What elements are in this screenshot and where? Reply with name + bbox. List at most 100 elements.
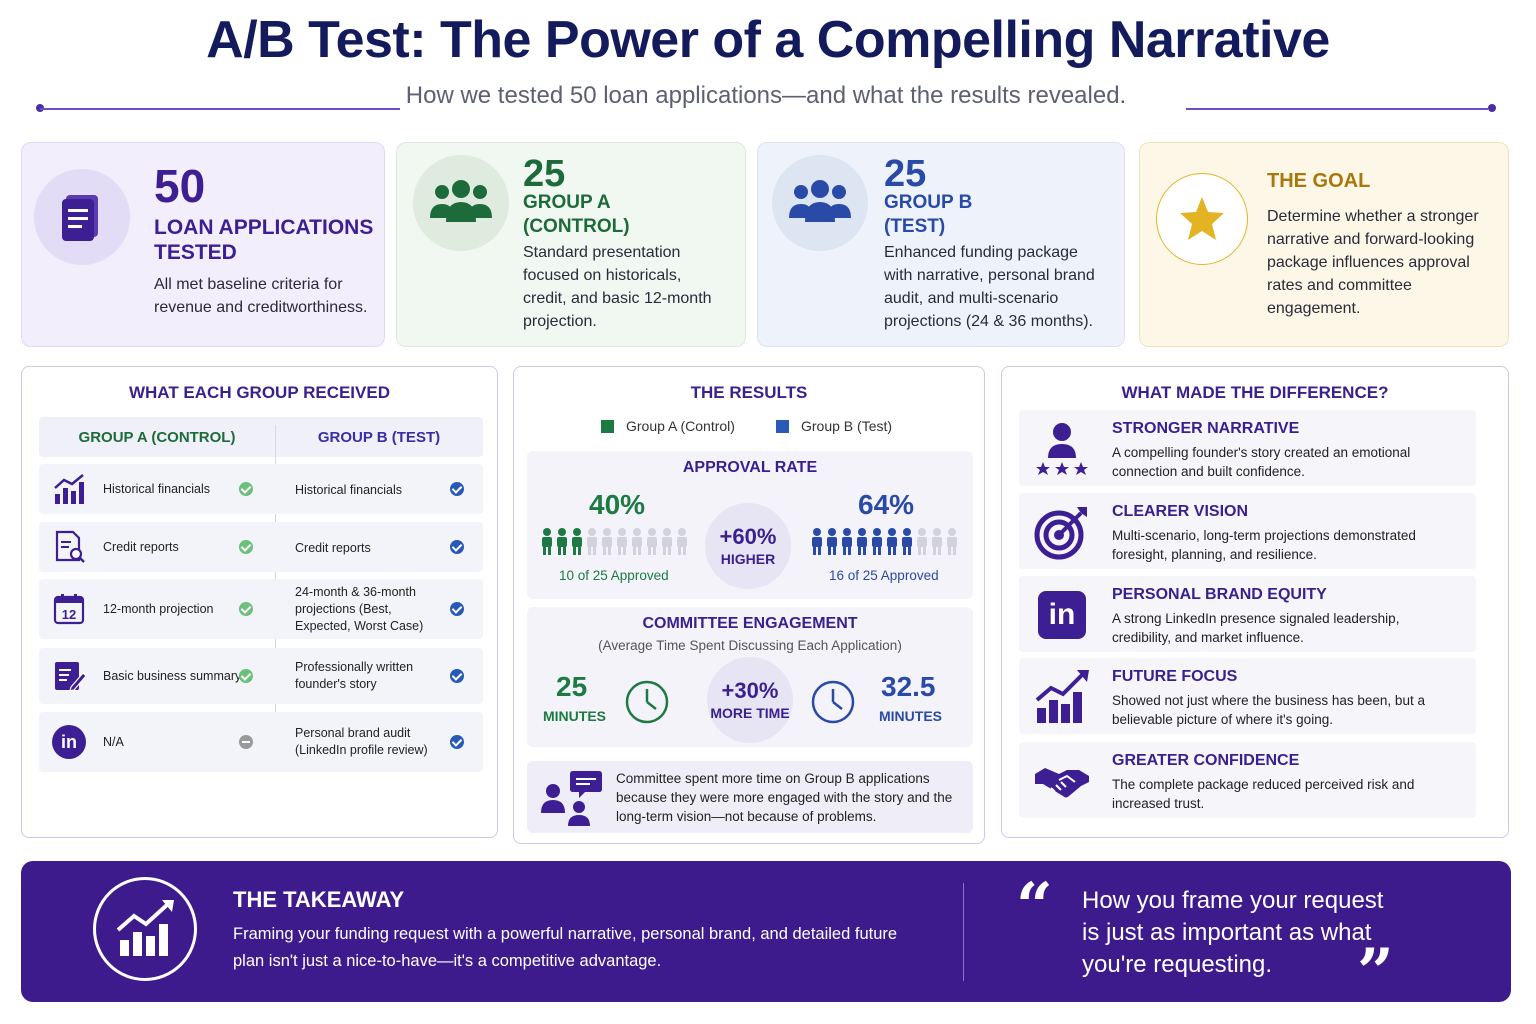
check-icon [450, 735, 464, 749]
page-title: A/B Test: The Power of a Compelling Narr… [206, 11, 1330, 69]
person-icon [827, 528, 837, 555]
list-item: in PERSONAL BRAND EQUITY A strong Linked… [1019, 576, 1476, 652]
person-icon [932, 528, 942, 555]
handshake-icon [1033, 752, 1091, 810]
legend-swatch-b [776, 420, 789, 433]
header-group-a: GROUP A (CONTROL) [78, 429, 236, 446]
note-text: Committee spent more time on Group B app… [616, 771, 953, 824]
item-description: A strong LinkedIn presence signaled lead… [1112, 611, 1400, 645]
group-a-item: Basic business summary [103, 669, 242, 683]
table-row: Credit reports Credit reports [39, 522, 483, 572]
table-row: Historical financials Historical financi… [39, 464, 483, 514]
person-icon [602, 528, 612, 555]
section-title: APPROVAL RATE [682, 459, 818, 476]
person-icon [632, 528, 642, 555]
legend-swatch-a [601, 420, 614, 433]
clock-icon [810, 679, 856, 730]
stat-label: Loan ApplicationsTested [154, 216, 374, 264]
item-description: The complete package reduced perceived r… [1112, 777, 1415, 811]
discussion-icon [539, 769, 603, 832]
linkedin-icon: in [1033, 586, 1091, 644]
person-icon [887, 528, 897, 555]
panel-title: What Each Group Received [128, 383, 390, 402]
stat-description: All met baseline criteria for revenue an… [154, 276, 368, 316]
target-icon [1033, 503, 1091, 561]
section-subtitle: (Average Time Spent Discussing Each Appl… [598, 638, 902, 653]
growth-chart-icon [1033, 668, 1091, 726]
documents-icon [34, 169, 130, 265]
item-title: STRONGER NARRATIVE [1112, 420, 1300, 437]
person-icon [662, 528, 672, 555]
person-icon [857, 528, 867, 555]
list-item: FUTURE FOCUS Showed not just where the b… [1019, 658, 1476, 734]
stat-description: Enhanced funding package with narrative,… [884, 244, 1095, 330]
group-icon [413, 155, 509, 251]
stat-card-applications: 50 Loan ApplicationsTested All met basel… [21, 142, 385, 347]
stat-label: The Goal [1267, 170, 1371, 192]
check-icon [239, 602, 253, 616]
panel-title: The Results [690, 383, 808, 402]
person-icon [557, 528, 567, 555]
credit-report-icon [51, 529, 87, 565]
takeaway-banner: THE TAKEAWAY Framing your funding reques… [21, 861, 1511, 1010]
clock-icon [624, 679, 670, 730]
check-icon [239, 482, 253, 496]
group-icon [772, 155, 868, 251]
quote-text: How you frame your request is just as im… [1082, 887, 1384, 978]
subtitle-row: How we tested 50 loan applications—and w… [36, 82, 1496, 112]
person-stars-icon [1033, 420, 1091, 478]
check-icon [450, 482, 464, 496]
group-b-item: 24-month & 36-month projections (Best, E… [295, 585, 424, 633]
person-icon [587, 528, 597, 555]
takeaway-text: Framing your funding request with a powe… [233, 925, 898, 970]
legend-label-a: Group A (Control) [626, 418, 735, 434]
panel-title: What Made the Difference? [1121, 383, 1389, 402]
group-table-header: GROUP A (CONTROL) GROUP B (TEST) [39, 417, 483, 457]
legend-label-b: Group B (Test) [801, 418, 893, 434]
group-a-item: 12-month projection [103, 602, 214, 616]
calendar-icon: 12 [51, 591, 87, 627]
list-item: CLEARER VISION Multi-scenario, long-term… [1019, 493, 1476, 569]
page-subtitle: How we tested 50 loan applications—and w… [405, 82, 1127, 109]
legend: Group A (Control) Group B (Test) [514, 417, 984, 437]
check-icon [450, 540, 464, 554]
table-row: Basic business summary Professionally wr… [39, 648, 483, 704]
group-b-item: Professionally written founder's story [295, 660, 414, 691]
committee-engagement-box: COMMITTEE ENGAGEMENT (Average Time Spent… [527, 607, 973, 747]
item-description: A compelling founder's story created an … [1112, 445, 1411, 479]
person-icon [812, 528, 822, 555]
check-icon [450, 669, 464, 683]
group-b-item: Credit reports [295, 541, 371, 555]
group-b-item: Personal brand audit (LinkedIn profile r… [295, 726, 428, 757]
item-description: Multi-scenario, long-term projections de… [1112, 528, 1416, 562]
header-group-b: GROUP B (TEST) [317, 429, 441, 446]
results-panel: The Results Group A (Control) Group B (T… [513, 366, 985, 844]
person-icon [902, 528, 912, 555]
stat-description: Standard presentation focused on histori… [523, 244, 712, 330]
quote-close-icon: ” [1357, 935, 1394, 1010]
linkedin-icon: in [51, 724, 87, 760]
approval-pct-a: 40% [589, 489, 646, 520]
approval-rate-box: APPROVAL RATE 40% 10 of 25 Approved +60%… [527, 451, 973, 599]
group-a-item: Credit reports [103, 540, 179, 554]
stat-card-goal: The Goal Determine whether a stronger na… [1139, 142, 1509, 347]
approval-caption-a: 10 of 25 Approved [559, 568, 669, 583]
minutes-unit-b: MINUTES [879, 708, 942, 724]
item-title: FUTURE FOCUS [1112, 668, 1238, 685]
check-icon [239, 669, 253, 683]
engagement-diff-badge: +30% MORE TIME [707, 657, 793, 743]
person-icon [677, 528, 687, 555]
divider [963, 883, 964, 981]
group-a-item: N/A [103, 735, 124, 749]
not-applicable-icon [239, 735, 253, 749]
group-a-item: Historical financials [103, 482, 210, 496]
minutes-value-a: 25 [556, 671, 588, 702]
minutes-unit-a: MINUTES [543, 708, 606, 724]
check-icon [239, 540, 253, 554]
person-icon [842, 528, 852, 555]
table-row: in N/A Personal brand audit (LinkedIn pr… [39, 712, 483, 772]
person-icon [947, 528, 957, 555]
people-icons-b [810, 527, 960, 557]
svg-text:12: 12 [62, 607, 76, 622]
growth-chart-icon [93, 877, 197, 981]
